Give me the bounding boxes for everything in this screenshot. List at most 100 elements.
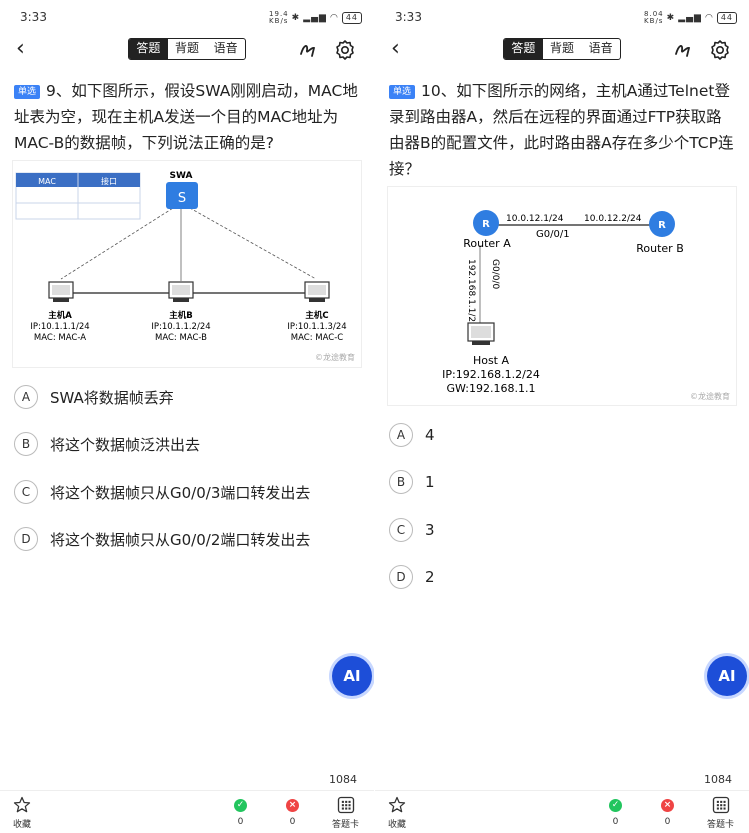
question-body: 10、如下图所示的网络，主机A通过Telnet登录到路由器A，然后在远程的界面通… [389,82,734,178]
host-ip: IP:192.168.1.2/24 [442,368,540,381]
option-a[interactable]: A SWA将数据帧丢弃 [14,384,364,410]
host-a-name: 主机A [48,310,72,321]
handwriting-icon[interactable] [671,38,695,62]
answer-card-label: 答题卡 [707,820,735,830]
wrong-counter: × 0 [286,795,299,827]
host-b-ip: IP:10.1.1.2/24 [151,322,210,332]
option-letter: D [389,565,413,589]
svg-text:S: S [178,191,186,206]
mac-table-header-mac: MAC [38,177,56,186]
option-c[interactable]: C 将这个数据帧只从G0/0/3端口转发出去 [14,479,364,505]
question-figure: R R Router A Router B 10.0.12.1/24 10.0.… [387,186,737,406]
question-figure: MAC 接口 SWA S [12,160,362,368]
status-icons: 8.04 KB/s ✱ ▂▄▆ ◠ 44 [644,11,737,25]
battery-icon: 44 [716,12,737,24]
status-bar: 3:33 19.4 KB/s ✱ ▂▄▆ ◠ 44 [18,8,362,26]
tab-voice[interactable]: 语音 [588,41,613,55]
tab-memorize[interactable]: 背题 [550,41,575,55]
correct-count: 0 [237,817,244,827]
grid-card-icon [337,796,354,814]
top-nav: ‹ 答题 背题 语音 [0,36,374,64]
star-icon [13,796,31,813]
switch-topology-diagram: MAC 接口 SWA S [15,171,355,362]
gear-icon[interactable] [333,38,357,62]
ai-assistant-button[interactable]: AI [707,656,747,696]
mac-table-header-port: 接口 [101,176,117,186]
option-text: 2 [425,568,435,586]
figure-watermark: ©龙途教育 [315,352,355,362]
option-letter: A [14,385,38,409]
tab-answer[interactable]: 答题 [504,39,543,59]
answer-card-button[interactable]: 答题卡 [332,795,359,830]
bluetooth-icon: ✱ [666,13,676,23]
router-b-label: Router B [636,242,684,255]
option-text: 将这个数据帧只从G0/0/2端口转发出去 [50,530,311,549]
net-speed: 19.4 KB/s [269,10,289,25]
grid-card-icon [712,796,729,814]
switch-label: SWA [170,171,193,181]
switch-icon [166,182,198,209]
back-arrow-icon[interactable]: ‹ [16,36,25,61]
question-type-badge: 单选 [14,85,41,99]
option-b[interactable]: B 将这个数据帧泛洪出去 [14,431,364,457]
x-circle-icon: × [286,798,299,812]
router-b-icon: R [649,211,675,237]
correct-counter: ✓ 0 [234,795,247,827]
favorite-button[interactable]: 收藏 [387,795,407,830]
tab-voice[interactable]: 语音 [213,41,238,55]
check-circle-icon: ✓ [609,798,622,812]
wrong-counter: × 0 [661,795,674,827]
host-name: Host A [473,354,510,367]
link-interface: G0/0/1 [536,229,570,240]
router-b-ip: 10.0.12.2/24 [584,214,642,224]
question-count: 1084 [329,773,357,786]
answer-card-button[interactable]: 答题卡 [707,795,734,830]
handwriting-icon[interactable] [296,38,320,62]
option-text: 将这个数据帧泛洪出去 [50,435,201,454]
bottom-bar: 收藏 ✓ 0 × 0 答题卡 [375,790,749,833]
option-text: 3 [425,521,435,539]
signal-icon: ▂▄▆ [303,13,327,23]
option-c[interactable]: C 3 [389,517,739,543]
option-a[interactable]: A 4 [389,422,739,448]
option-letter: C [389,518,413,542]
status-time: 3:33 [20,10,47,24]
favorite-label: 收藏 [387,820,406,830]
star-icon [388,796,406,813]
host-c-icon [304,281,330,302]
router-a-icon: R [473,210,499,236]
option-letter: D [14,527,38,551]
ai-assistant-button[interactable]: AI [332,656,372,696]
status-time: 3:33 [395,10,422,24]
correct-counter: ✓ 0 [609,795,622,827]
tab-memorize[interactable]: 背题 [175,41,200,55]
host-b-icon [168,281,194,302]
option-letter: B [389,470,413,494]
host-a-mac: MAC: MAC-A [34,333,86,343]
host-c-name: 主机C [305,310,328,321]
option-d[interactable]: D 2 [389,564,739,590]
question-body: 9、如下图所示，假设SWA刚刚启动，MAC地址表为空，现在主机A发送一个目的MA… [14,82,358,152]
top-nav: ‹ 答题 背题 语音 [375,36,749,64]
bluetooth-icon: ✱ [291,13,301,23]
favorite-label: 收藏 [12,820,31,830]
question-count: 1084 [704,773,732,786]
wifi-icon: ◠ [329,13,339,23]
back-arrow-icon[interactable]: ‹ [391,36,400,61]
option-b[interactable]: B 1 [389,469,739,495]
answer-card-label: 答题卡 [332,820,360,830]
favorite-button[interactable]: 收藏 [12,795,32,830]
tab-answer[interactable]: 答题 [129,39,168,59]
option-d[interactable]: D 将这个数据帧只从G0/0/2端口转发出去 [14,526,364,552]
host-b-name: 主机B [169,310,192,321]
gear-icon[interactable] [708,38,732,62]
host-a-ip: IP:10.1.1.1/24 [30,322,89,332]
svg-text:R: R [658,220,666,231]
router-a-label: Router A [463,237,511,250]
status-bar: 3:33 8.04 KB/s ✱ ▂▄▆ ◠ 44 [393,8,737,26]
screen-left: 3:33 19.4 KB/s ✱ ▂▄▆ ◠ 44 ‹ 答题 背题 语音 [0,0,374,833]
net-speed: 8.04 KB/s [644,10,664,25]
status-icons: 19.4 KB/s ✱ ▂▄▆ ◠ 44 [269,11,362,25]
svg-text:R: R [482,219,490,230]
